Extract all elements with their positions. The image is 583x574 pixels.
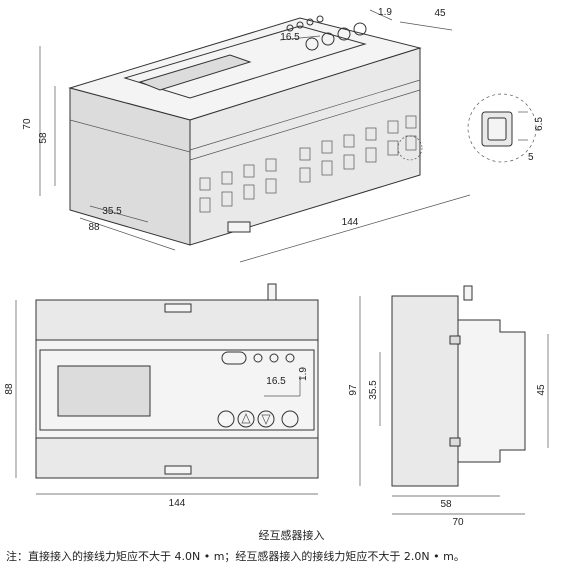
iso-button-2	[321, 32, 335, 46]
dim-side-front-depth: 58	[440, 499, 452, 510]
iso-terminals	[199, 115, 417, 213]
front-set-label: SET	[220, 418, 232, 424]
front-set-button	[217, 410, 235, 428]
caption: 经互感器接入	[258, 529, 325, 542]
iso-led-3	[306, 18, 314, 26]
iso-led-2	[296, 21, 304, 29]
dim-front-pitch: 1.9	[298, 367, 309, 381]
side-rear	[391, 295, 459, 487]
front-enter-button	[281, 410, 299, 428]
dim-front-height: 88	[4, 383, 15, 395]
front-antenna	[267, 283, 277, 301]
dim-iso-front-height: 58	[38, 132, 49, 144]
terminal-detail: 6.5 5	[467, 93, 545, 163]
dim-side-rail: 35.5	[368, 380, 379, 400]
iso-din-clip	[227, 221, 251, 233]
front-up-button	[237, 410, 255, 428]
dim-iso-height: 70	[22, 118, 33, 130]
dim-iso-depth: 45	[434, 8, 446, 19]
front-down-button	[257, 410, 275, 428]
dim-iso-length: 144	[342, 217, 359, 228]
isometric-view: 70 58 35.5 88 144 45 1.9 16.5	[22, 7, 471, 263]
iso-led-4	[316, 15, 324, 23]
dim-front-width: 144	[169, 498, 186, 509]
side-view: 97 35.5 45 58 70	[348, 285, 549, 528]
iso-button-3	[337, 27, 351, 41]
note: 注：直接接入的接线力矩应不大于 4.0N • m；经互感器接入的接线力矩应不大于…	[6, 550, 465, 563]
iso-led-1	[286, 24, 294, 32]
dim-side-depth: 70	[452, 517, 464, 528]
front-clip-top	[164, 303, 192, 313]
dim-iso-button-span: 16.5	[280, 32, 300, 43]
dim-iso-width: 88	[88, 222, 100, 233]
side-antenna	[463, 285, 473, 301]
iso-button-1	[305, 37, 319, 51]
front-clip-bottom	[164, 465, 192, 475]
iso-display-window	[138, 54, 252, 91]
dim-detail-h: 5	[528, 152, 534, 163]
dim-front-button-span: 16.5	[266, 376, 286, 387]
front-led-2	[269, 353, 279, 363]
front-led-slot	[221, 351, 247, 365]
front-view: SET 88 144 16.5 1.9	[4, 283, 319, 509]
dim-iso-rail: 35.5	[102, 206, 122, 217]
dim-iso-pitch: 1.9	[378, 7, 392, 18]
front-display-window	[57, 365, 151, 417]
dim-side-right: 45	[536, 384, 547, 396]
front-led-3	[285, 353, 295, 363]
iso-button-4	[353, 22, 367, 36]
dim-side-height: 97	[348, 384, 359, 396]
front-led-1	[253, 353, 263, 363]
dim-detail-w: 6.5	[534, 117, 545, 131]
